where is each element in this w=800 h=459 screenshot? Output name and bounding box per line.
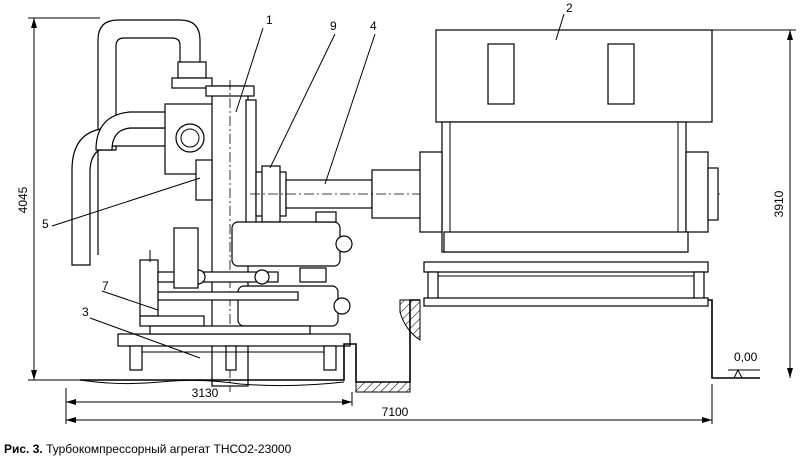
- callouts: 1 2 3 4 5 7 9: [42, 1, 573, 319]
- dimension-base-width: 3130: [65, 386, 353, 424]
- callout-1: 1: [266, 13, 273, 27]
- dimension-total-width: 7100: [66, 384, 713, 424]
- figure-caption: Рис. 3. Турбокомпрессорный агрегат ТНСО2…: [4, 442, 291, 456]
- caption-text: Турбокомпрессорный агрегат ТНСО2-23000: [46, 442, 292, 456]
- electric-motor: [419, 29, 719, 253]
- callout-2: 2: [566, 1, 573, 15]
- dim-total-width-label: 7100: [382, 405, 409, 419]
- base-frame: [117, 325, 351, 371]
- leader-lines: [51, 13, 565, 359]
- dim-base-width-label: 3130: [192, 386, 219, 400]
- floor-level-marker: 0,00: [728, 350, 760, 379]
- dimension-right-height: 3910: [690, 29, 796, 378]
- floor-level-label: 0,00: [734, 350, 758, 364]
- caption-label: Рис. 3.: [4, 442, 43, 456]
- suction-piping: [71, 19, 216, 266]
- callout-4: 4: [370, 19, 377, 33]
- compressor-unit-drawing: 4045 3910: [16, 1, 796, 424]
- dimension-left-height: 4045: [16, 17, 100, 381]
- callout-7: 7: [102, 279, 109, 293]
- callout-3: 3: [82, 305, 89, 319]
- dim-right-height-label: 3910: [772, 190, 786, 217]
- callout-9: 9: [330, 19, 337, 33]
- motor-foundation: [423, 261, 709, 307]
- coolers: [231, 211, 353, 327]
- callout-5: 5: [42, 217, 49, 231]
- dim-left-height-label: 4045: [16, 186, 30, 213]
